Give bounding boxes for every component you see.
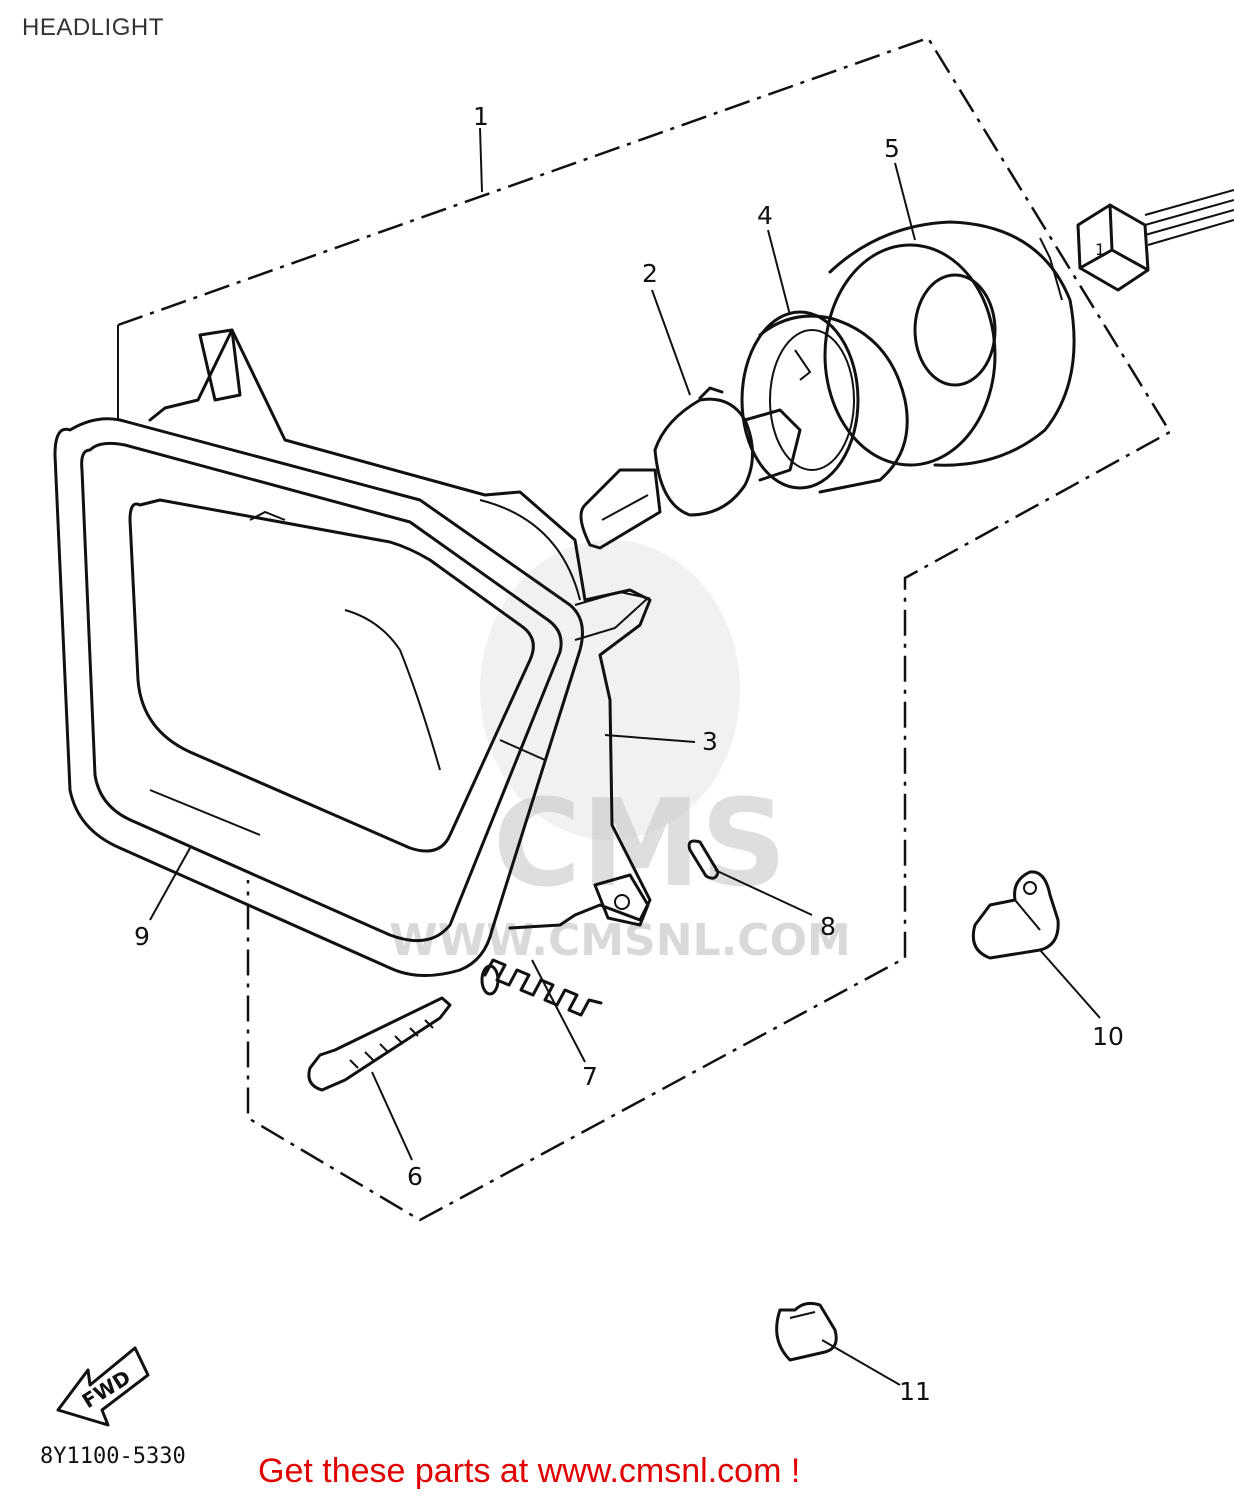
callout-numbers: 1 2 3 4 5 6 7 8 9 10 11	[134, 102, 1124, 1406]
callout-6: 6	[407, 1162, 423, 1191]
callout-8: 8	[820, 912, 836, 941]
callout-11: 11	[899, 1377, 931, 1406]
callout-10: 10	[1092, 1022, 1124, 1051]
ad-banner-link[interactable]: Get these parts at www.cmsnl.com !	[258, 1452, 801, 1490]
headlight-unit	[53, 328, 652, 978]
assembly-boundary	[117, 36, 1172, 1222]
watermark-url: WWW.CMSNL.COM	[389, 915, 851, 966]
clip	[687, 839, 720, 880]
adjusting-screw	[307, 996, 452, 1092]
callout-9: 9	[134, 922, 150, 951]
bulb	[579, 386, 802, 550]
diagram-code: 8Y1100-5330	[40, 1444, 186, 1469]
fwd-arrow: FWD	[56, 1346, 150, 1427]
diagram-title: HEADLIGHT	[22, 14, 164, 41]
cable-clip	[775, 1301, 838, 1362]
wire-connector: 1	[1076, 189, 1234, 292]
callout-2: 2	[642, 259, 658, 288]
cord-clamp	[971, 870, 1060, 960]
dust-cover	[823, 220, 1076, 467]
callout-4: 4	[757, 201, 773, 230]
bulb-holder	[740, 310, 909, 494]
adjuster-bracket	[593, 873, 650, 927]
callout-7: 7	[582, 1062, 598, 1091]
callout-3: 3	[702, 727, 718, 756]
callout-1: 1	[473, 102, 489, 131]
callout-5: 5	[884, 134, 900, 163]
spring	[480, 958, 603, 1017]
connector-label: 1	[1095, 240, 1105, 259]
